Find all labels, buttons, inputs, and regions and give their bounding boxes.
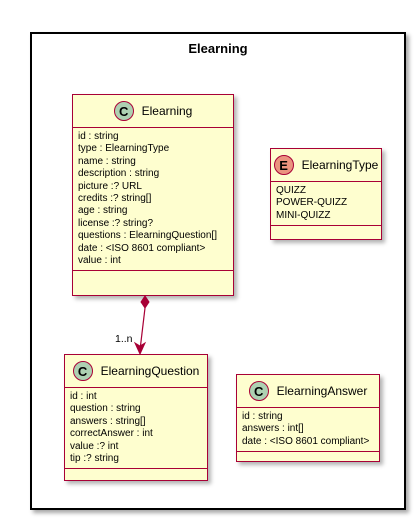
attribute: value :? int <box>70 440 119 452</box>
class-attributes: id : int question : string answers : str… <box>65 387 207 468</box>
attribute: description : string <box>78 168 160 180</box>
class-stereotype-icon: C <box>248 381 269 401</box>
class-name: ElearningAnswer <box>276 384 368 398</box>
enum-stereotype-icon: E <box>273 155 294 175</box>
multiplicity-label: 1..n <box>115 333 133 345</box>
enum-values: QUIZZ POWER-QUIZZ MINI-QUIZZ <box>271 181 381 225</box>
composition-edge <box>133 295 150 356</box>
package-title: Elearning <box>188 41 248 56</box>
enum-value: MINI-QUIZZ <box>276 209 331 221</box>
attribute: date : <ISO 8601 compliant> <box>242 435 370 447</box>
attribute: question : string <box>70 403 141 415</box>
attribute: id : string <box>242 411 283 422</box>
class-elearning[interactable]: C Elearning id : string type : Elearning… <box>72 94 234 296</box>
attribute: id : string <box>78 131 119 142</box>
enum-value: POWER-QUIZZ <box>276 197 348 209</box>
class-methods <box>65 468 207 477</box>
attribute: name : string <box>78 155 136 167</box>
class-attributes: id : string answers : int[] date : <ISO … <box>237 407 379 451</box>
class-stereotype-icon: C <box>72 361 93 381</box>
class-attributes: id : string type : ElearningType name : … <box>73 127 233 270</box>
enum-elearning-type[interactable]: E ElearningType QUIZZ POWER-QUIZZ MINI-Q… <box>270 148 382 240</box>
attribute: tip :? string <box>70 453 119 465</box>
class-methods <box>237 451 379 460</box>
attribute: correctAnswer : int <box>70 428 153 440</box>
class-header: C ElearningQuestion <box>65 355 207 387</box>
class-header: C Elearning <box>73 95 233 127</box>
composition-diamond <box>140 295 150 309</box>
attribute: date : <ISO 8601 compliant> <box>78 242 206 254</box>
class-stereotype-icon: C <box>113 101 134 121</box>
attribute: answers : int[] <box>242 423 304 435</box>
class-elearning-answer[interactable]: C ElearningAnswer id : string answers : … <box>236 374 380 462</box>
class-methods <box>73 270 233 279</box>
class-name: ElearningType <box>301 158 379 172</box>
attribute: license :? string? <box>78 217 154 229</box>
attribute: picture :? URL <box>78 180 142 192</box>
edge-line <box>139 307 146 351</box>
attribute: value : int <box>78 255 121 267</box>
class-name: Elearning <box>141 104 193 118</box>
attribute: answers : string[] <box>70 415 146 427</box>
attribute: type : ElearningType <box>78 143 170 155</box>
attribute: credits :? string[] <box>78 193 152 205</box>
class-name: ElearningQuestion <box>100 364 200 378</box>
class-elearning-question[interactable]: C ElearningQuestion id : int question : … <box>64 354 208 481</box>
edge-arrowhead <box>133 341 147 356</box>
attribute: questions : ElearningQuestion[] <box>78 230 217 242</box>
class-header: E ElearningType <box>271 149 381 181</box>
class-methods <box>271 225 381 234</box>
enum-value: QUIZZ <box>276 185 306 196</box>
attribute: age : string <box>78 205 128 217</box>
attribute: id : int <box>70 391 97 402</box>
class-header: C ElearningAnswer <box>237 375 379 407</box>
